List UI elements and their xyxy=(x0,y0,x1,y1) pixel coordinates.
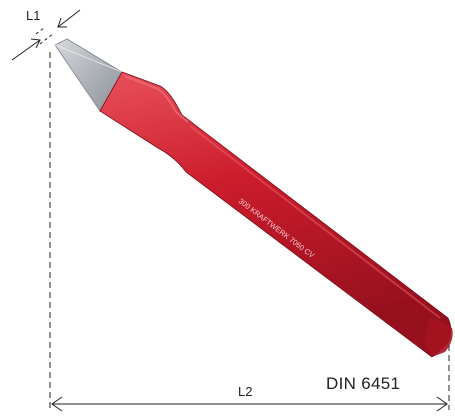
l1-dimension-label: L1 xyxy=(26,8,41,23)
l2-dimension-arrow xyxy=(51,396,448,412)
chisel-handle xyxy=(99,71,452,358)
chisel-body: 300 KRAFTWERK 7060 CV xyxy=(54,38,453,358)
l1-dimension-arrows xyxy=(11,9,81,61)
standard-label: DIN 6451 xyxy=(326,374,401,393)
l2-dimension-label: L2 xyxy=(238,384,253,399)
chisel-end xyxy=(424,318,453,357)
